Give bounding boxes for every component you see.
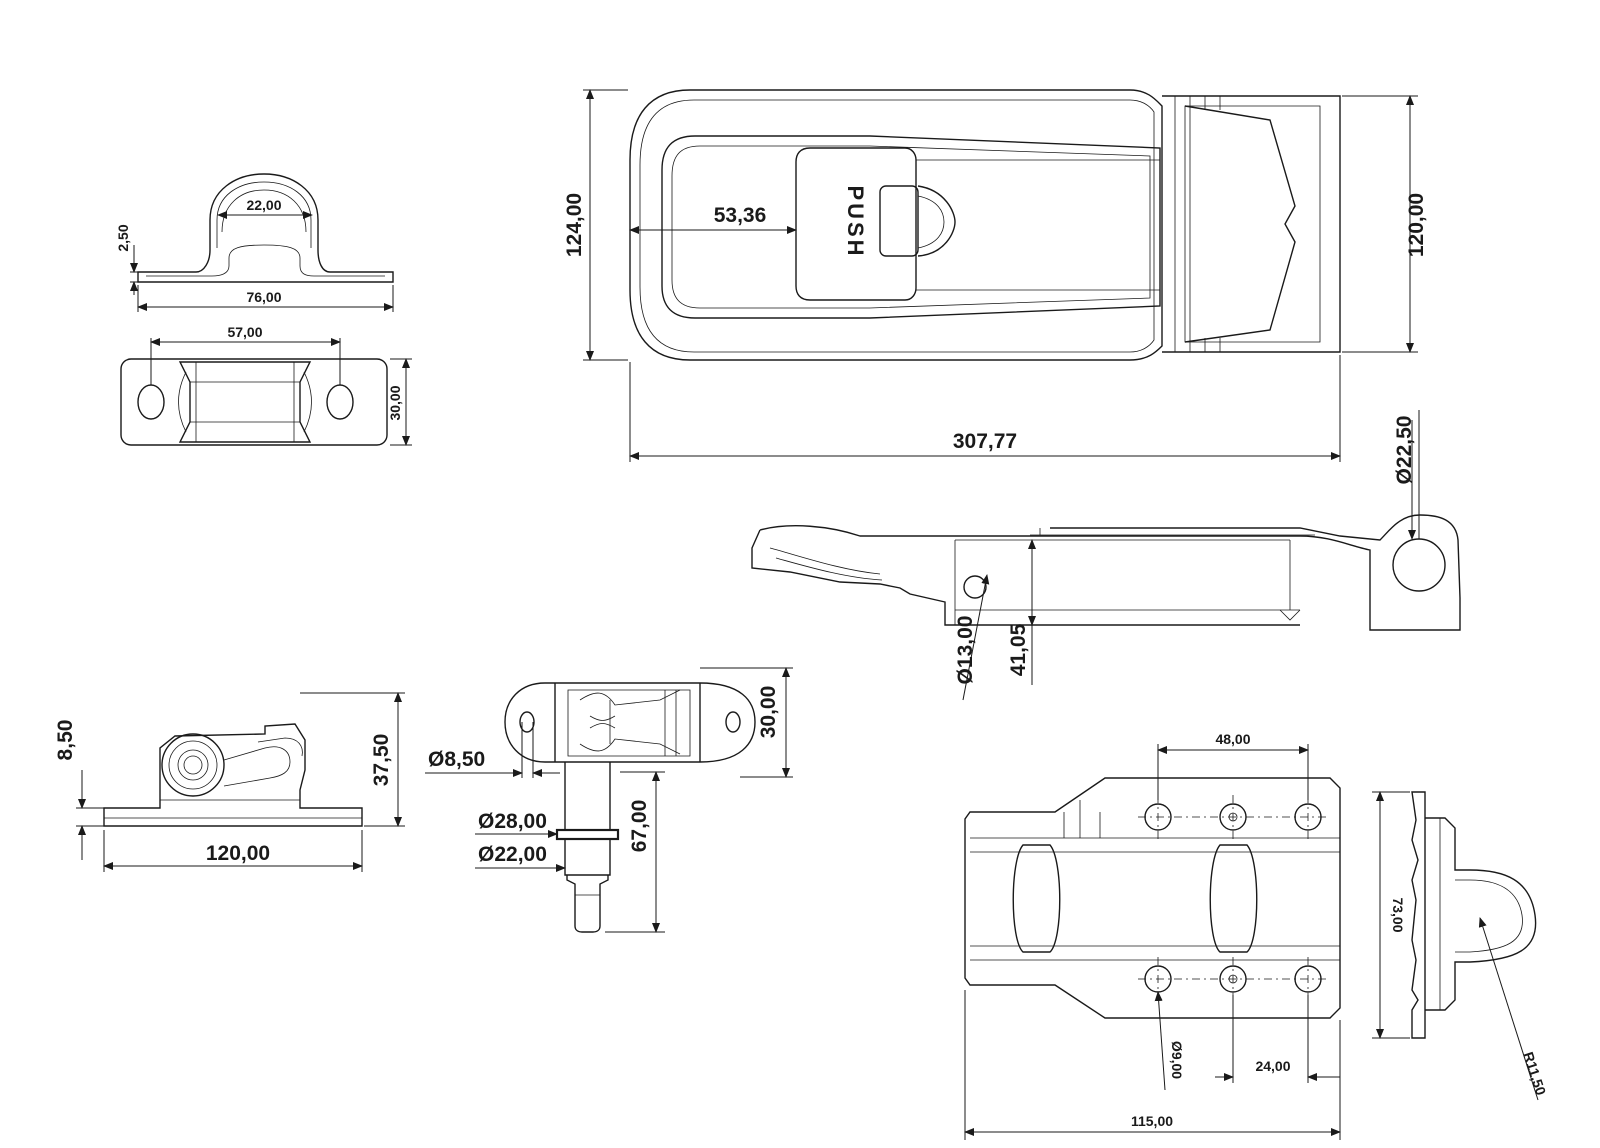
dim-28-value: 28,00 bbox=[494, 810, 547, 833]
dim-76: 76,00 bbox=[246, 289, 281, 305]
dim-53-36: 53,36 bbox=[714, 204, 767, 227]
dim-2-50: 2,50 bbox=[115, 224, 131, 251]
dim-22: 22,00 bbox=[246, 197, 281, 213]
dim-120-top: 120,00 bbox=[1405, 193, 1428, 257]
dim-30-bracket: 30,00 bbox=[387, 385, 403, 420]
dim-73: 73,00 bbox=[1390, 897, 1406, 932]
dim-r11-50: R11,50 bbox=[1520, 1050, 1549, 1097]
bracket-plan-view bbox=[120, 338, 412, 446]
dim-57: 57,00 bbox=[227, 324, 262, 340]
pin-assembly-view bbox=[425, 667, 793, 933]
dim-22-value: 22,00 bbox=[494, 843, 547, 866]
dim-307-77: 307,77 bbox=[953, 430, 1017, 453]
base-plate-view bbox=[964, 744, 1341, 1140]
dim-9-value: 9,00 bbox=[1169, 1052, 1185, 1079]
dim-48: 48,00 bbox=[1215, 731, 1250, 747]
dim-30-pin: 30,00 bbox=[757, 686, 780, 739]
dim-diam-13: Ø13,00 bbox=[954, 616, 977, 685]
dim-41-05: 41,05 bbox=[1007, 623, 1030, 676]
dim-67: 67,00 bbox=[628, 800, 651, 853]
loop-side-view bbox=[1372, 791, 1539, 1101]
dim-115: 115,00 bbox=[1131, 1113, 1173, 1129]
dim-diam-28: Ø28,00 bbox=[478, 810, 547, 833]
latch-top-view bbox=[583, 89, 1418, 462]
dim-diam-22: Ø22,00 bbox=[478, 843, 547, 866]
dim-22-50-value: 22,50 bbox=[1393, 416, 1416, 469]
dim-24: 24,00 bbox=[1255, 1058, 1290, 1074]
dim-diam-9: Ø9,00 bbox=[1169, 1041, 1185, 1079]
dim-37-50: 37,50 bbox=[370, 734, 393, 787]
dim-diam-22-50: Ø22,50 bbox=[1393, 416, 1416, 485]
keeper-side-view bbox=[76, 692, 405, 872]
dim-124: 124,00 bbox=[563, 193, 586, 257]
dim-8-50: 8,50 bbox=[54, 720, 77, 761]
dim-120-keeper: 120,00 bbox=[206, 842, 270, 865]
dim-8-50-pin-value: 8,50 bbox=[444, 748, 485, 771]
latch-side-view bbox=[751, 410, 1461, 701]
dim-diam-8-50: Ø8,50 bbox=[428, 748, 485, 771]
dim-13-value: 13,00 bbox=[954, 616, 977, 669]
bracket-side-view bbox=[130, 173, 394, 312]
push-label: PUSH bbox=[843, 185, 868, 258]
